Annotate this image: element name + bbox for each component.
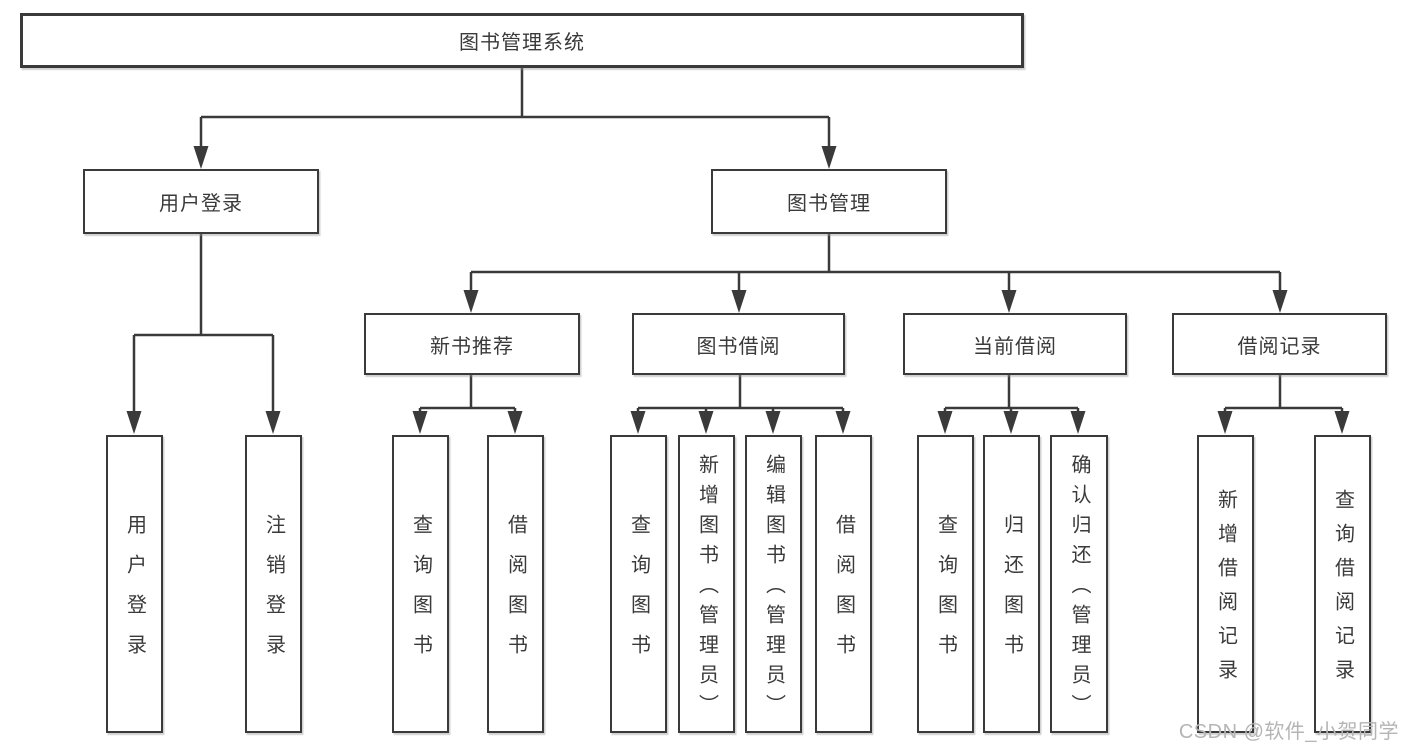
node-label: 查询图书 [627,514,650,674]
connector-user-login [126,234,281,434]
node-label: 查询借阅记录 [1331,489,1354,693]
node-label: 借阅记录 [1237,335,1322,358]
arrow-down-icon [193,146,209,169]
node-user-login: 用户登录 [83,169,319,234]
node-logout-action: 注销登录 [245,435,302,733]
node-book-borrowing: 图书借阅 [632,313,845,375]
node-label: 当前借阅 [973,335,1057,358]
connector-book-borrowing [630,375,851,434]
connector-book-management [463,234,1288,313]
node-query-borrow-record: 查询借阅记录 [1314,435,1371,733]
node-edit-book-admin: 编辑图书（管理员） [745,435,802,733]
arrow-down-icon [937,411,953,434]
arrow-down-icon [463,290,479,313]
node-new-book-recommendation: 新书推荐 [364,313,580,375]
arrow-down-icon [835,411,851,434]
node-label: 新增借阅记录 [1214,489,1237,693]
arrow-down-icon [126,411,142,434]
arrow-down-icon [1070,411,1086,434]
node-current-borrowing: 当前借阅 [903,313,1127,375]
node-label: 借阅图书 [832,514,855,674]
node-label: 用户登录 [123,514,146,674]
arrow-down-icon [265,411,281,434]
node-label: 新增图书（管理员） [695,454,718,724]
node-label: 注销登录 [262,514,285,674]
node-library-management-system: 图书管理系统 [20,13,1024,68]
node-label: 图书管理系统 [459,32,585,54]
node-user-login-action: 用户登录 [106,435,163,733]
arrow-down-icon [412,411,428,434]
arrow-down-icon [1272,290,1288,313]
connector-current-borrowing [937,375,1086,434]
node-label: 归还图书 [1000,514,1023,674]
node-label: 新书推荐 [430,335,514,358]
node-borrow-books-newbook: 借阅图书 [487,435,544,733]
node-label: 查询图书 [934,514,957,674]
node-query-books-newbook: 查询图书 [392,435,449,733]
arrow-down-icon [765,411,781,434]
node-query-books-current: 查询图书 [917,435,974,733]
arrow-down-icon [698,411,714,434]
arrow-down-icon [821,146,837,169]
node-confirm-return-admin: 确认归还（管理员） [1050,435,1108,733]
connector-new-book-recommendation [412,375,523,434]
arrow-down-icon [731,290,747,313]
node-label: 确认归还（管理员） [1068,454,1090,724]
connector-root [193,68,837,169]
node-label: 图书借阅 [696,335,781,358]
node-borrow-books-borrow: 借阅图书 [815,435,872,733]
node-label: 编辑图书（管理员） [762,454,785,724]
arrow-down-icon [1217,411,1233,434]
node-book-management: 图书管理 [711,169,947,234]
arrow-down-icon [630,411,646,434]
node-label: 用户登录 [159,193,243,215]
arrow-down-icon [1001,290,1017,313]
arrow-down-icon [507,411,523,434]
node-borrowing-records: 借阅记录 [1172,313,1387,375]
node-label: 借阅图书 [504,514,527,674]
node-label: 查询图书 [409,514,432,674]
node-add-book-admin: 新增图书（管理员） [678,435,735,733]
arrow-down-icon [1003,411,1019,434]
connector-borrowing-records [1217,375,1350,434]
node-return-book: 归还图书 [983,435,1040,733]
node-label: 图书管理 [787,193,871,215]
node-query-books-borrow: 查询图书 [610,435,667,733]
arrow-down-icon [1334,411,1350,434]
node-add-borrow-record: 新增借阅记录 [1197,435,1254,733]
csdn-watermark: CSDN @软件_小贺同学 [1178,721,1399,743]
